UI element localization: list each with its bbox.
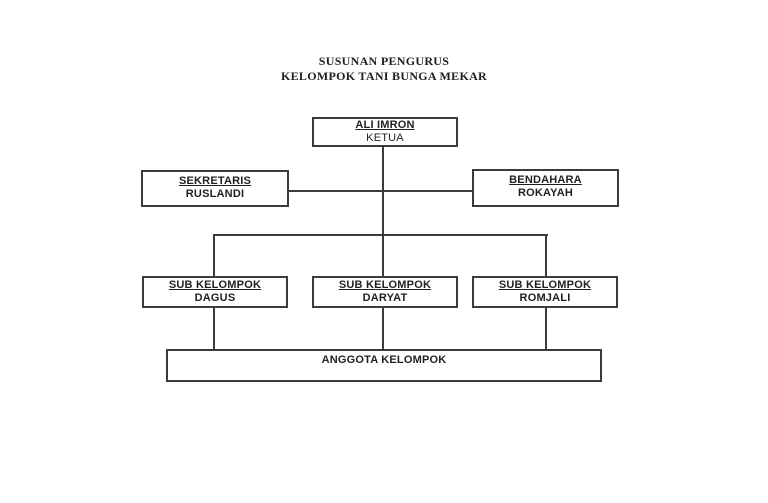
node-sub2-name: DARYAT xyxy=(362,292,408,304)
node-sekretaris-role: SEKRETARIS xyxy=(178,175,252,187)
node-ketua: ALI IMRON KETUA xyxy=(312,117,458,147)
node-ketua-name: ALI IMRON xyxy=(355,119,415,131)
node-bendahara-role: BENDAHARA xyxy=(509,174,582,186)
node-sub1-name: DAGUS xyxy=(194,292,236,304)
node-sub1-role: SUB KELOMPOK xyxy=(168,279,262,291)
connector-sub3-anggota xyxy=(545,306,547,351)
connector-sub3-drop xyxy=(545,234,547,278)
node-sub3-name: ROMJALI xyxy=(519,292,571,304)
node-sub-kelompok-romjali: SUB KELOMPOK ROMJALI xyxy=(472,276,618,308)
node-ketua-role: KETUA xyxy=(366,132,404,144)
node-sub2-role: SUB KELOMPOK xyxy=(338,279,432,291)
connector-sub1-drop xyxy=(213,234,215,278)
connector-sub2-anggota xyxy=(382,306,384,351)
connector-subgroup-horizontal xyxy=(213,234,548,236)
page-title: SUSUNAN PENGURUS KELOMPOK TANI BUNGA MEK… xyxy=(0,54,768,84)
node-anggota-kelompok: ANGGOTA KELOMPOK xyxy=(166,349,602,382)
page-title-line2: KELOMPOK TANI BUNGA MEKAR xyxy=(280,69,488,83)
node-sub-kelompok-daryat: SUB KELOMPOK DARYAT xyxy=(312,276,458,308)
page-title-line1: SUSUNAN PENGURUS xyxy=(318,54,450,68)
node-sub-kelompok-dagus: SUB KELOMPOK DAGUS xyxy=(142,276,288,308)
connector-sekretaris-bendahara xyxy=(289,190,472,192)
node-sub3-role: SUB KELOMPOK xyxy=(498,279,592,291)
connector-ketua-vertical xyxy=(382,147,384,276)
connector-sub1-anggota xyxy=(213,306,215,351)
node-anggota-label: ANGGOTA KELOMPOK xyxy=(321,354,447,366)
node-sekretaris-name: RUSLANDI xyxy=(185,188,245,200)
node-bendahara: BENDAHARA ROKAYAH xyxy=(472,169,619,207)
node-bendahara-name: ROKAYAH xyxy=(518,187,573,199)
node-sekretaris: SEKRETARIS RUSLANDI xyxy=(141,170,289,207)
